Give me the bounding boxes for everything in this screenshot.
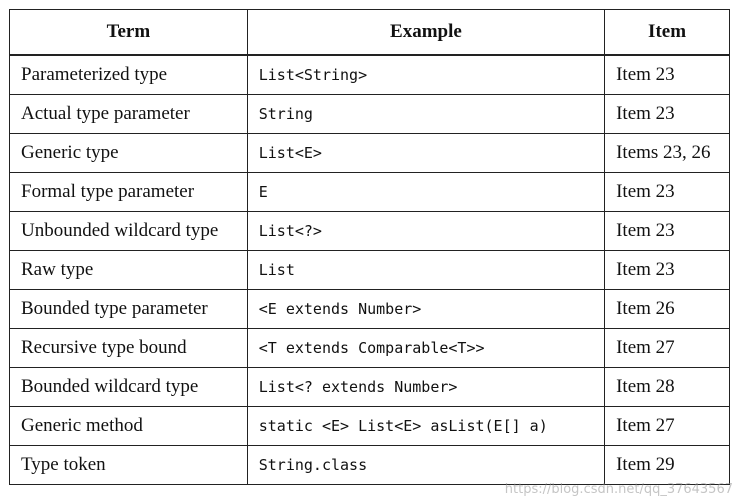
header-example: Example — [246, 9, 606, 56]
item-cell: Item 27 — [604, 328, 730, 368]
table-row: Generic type List<E> Items 23, 26 — [9, 133, 730, 173]
example-cell: List<String> — [246, 54, 606, 95]
term-cell: Parameterized type — [9, 54, 248, 95]
term-cell: Generic type — [9, 133, 248, 173]
table-row: Recursive type bound <T extends Comparab… — [9, 328, 730, 368]
term-cell: Type token — [9, 445, 248, 485]
item-cell: Item 23 — [604, 211, 730, 251]
item-cell: Item 29 — [604, 445, 730, 485]
example-cell: E — [246, 172, 606, 212]
example-cell: static <E> List<E> asList(E[] a) — [246, 406, 606, 446]
header-item: Item — [604, 9, 730, 56]
term-cell: Recursive type bound — [9, 328, 248, 368]
term-cell: Raw type — [9, 250, 248, 290]
watermark-text: https://blog.csdn.net/qq_37643567 — [504, 482, 733, 497]
table-row: Formal type parameter E Item 23 — [9, 172, 730, 212]
example-cell: List — [246, 250, 606, 290]
example-cell: String — [246, 94, 606, 134]
table-row: Bounded type parameter <E extends Number… — [9, 289, 730, 329]
example-cell: <T extends Comparable<T>> — [246, 328, 606, 368]
item-cell: Items 23, 26 — [604, 133, 730, 173]
term-cell: Formal type parameter — [9, 172, 248, 212]
term-cell: Generic method — [9, 406, 248, 446]
term-cell: Bounded type parameter — [9, 289, 248, 329]
example-cell: List<?> — [246, 211, 606, 251]
term-cell: Actual type parameter — [9, 94, 248, 134]
item-cell: Item 23 — [604, 54, 730, 95]
table-row: Unbounded wildcard type List<?> Item 23 — [9, 211, 730, 251]
item-cell: Item 26 — [604, 289, 730, 329]
header-row: Term Example Item — [9, 9, 730, 56]
table-row: Bounded wildcard type List<? extends Num… — [9, 367, 730, 407]
term-cell: Unbounded wildcard type — [9, 211, 248, 251]
table-row: Raw type List Item 23 — [9, 250, 730, 290]
example-cell: List<? extends Number> — [246, 367, 606, 407]
item-cell: Item 27 — [604, 406, 730, 446]
example-cell: <E extends Number> — [246, 289, 606, 329]
item-cell: Item 23 — [604, 250, 730, 290]
table-row: Parameterized type List<String> Item 23 — [9, 54, 730, 95]
example-cell: List<E> — [246, 133, 606, 173]
term-cell: Bounded wildcard type — [9, 367, 248, 407]
example-cell: String.class — [246, 445, 606, 485]
item-cell: Item 23 — [604, 94, 730, 134]
table-row: Type token String.class Item 29 — [9, 445, 730, 485]
item-cell: Item 28 — [604, 367, 730, 407]
table-row: Generic method static <E> List<E> asList… — [9, 406, 730, 446]
item-cell: Item 23 — [604, 172, 730, 212]
generics-terms-table: Term Example Item Parameterized type Lis… — [9, 9, 730, 485]
header-term: Term — [9, 9, 248, 56]
table-row: Actual type parameter String Item 23 — [9, 94, 730, 134]
